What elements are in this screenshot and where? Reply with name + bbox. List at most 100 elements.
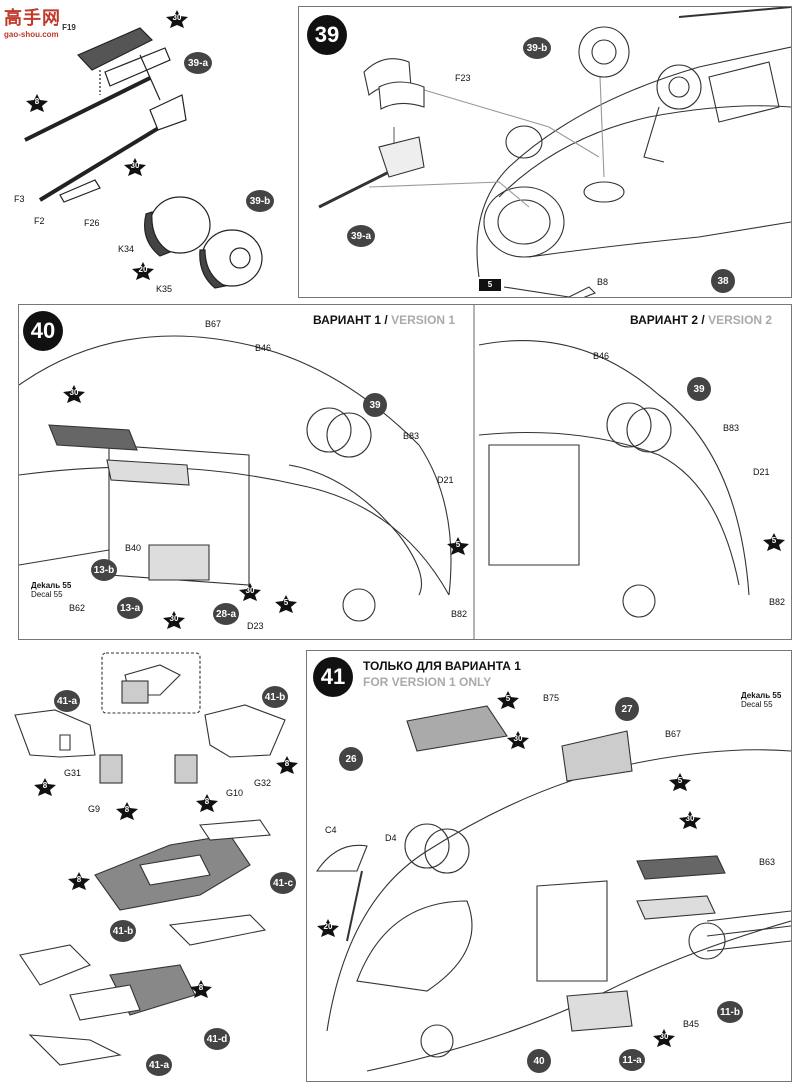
glue-star: 5 — [763, 533, 785, 551]
part-label-k34: K34 — [118, 244, 135, 254]
step-number: 40 — [23, 311, 63, 351]
part-label-f3: F3 — [14, 194, 25, 204]
part-label-b46: B46 — [255, 343, 272, 353]
glue-star: 30 — [653, 1029, 675, 1047]
glue-star: 8 — [34, 778, 56, 796]
callout-39-b: 39-b — [246, 190, 274, 212]
part-label-g10: G10 — [226, 788, 244, 798]
logo-text: 高手网 — [4, 8, 61, 28]
part-label-d21: D21 — [753, 467, 770, 477]
variant-2-en: VERSION 2 — [708, 313, 773, 327]
part-label-f2: F2 — [34, 216, 45, 226]
decal-ru: Деkaль 55 — [741, 691, 782, 700]
callout-41-b: 41-b — [110, 920, 136, 942]
glue-star: 20 — [317, 919, 339, 937]
glue-star: 30 — [163, 611, 185, 629]
step-39-drawing — [318, 7, 791, 297]
part-label-b63: B63 — [759, 857, 776, 867]
part-label-b45: B45 — [683, 1019, 700, 1029]
part-label-b75: B75 — [543, 693, 560, 703]
variant-1-title: ВАРИАНТ 1 / VERSION 1 — [313, 313, 455, 327]
part-label-d23: D23 — [247, 621, 264, 631]
callout-39-b: 39-b — [523, 37, 551, 59]
callout-40: 40 — [527, 1049, 551, 1073]
part-label-c4: C4 — [325, 825, 337, 835]
site-logo: 高手网 gao-shou.com — [4, 4, 61, 39]
glue-star: 8 — [116, 802, 138, 820]
glue-star: 8 — [190, 980, 212, 998]
glue-star: 30 — [507, 731, 529, 749]
part-label-f23: F23 — [455, 73, 471, 83]
decal-note: Деkaль 55 Decal 55 — [31, 581, 71, 599]
callout-41-c: 41-c — [270, 872, 296, 894]
part-label-b67: B67 — [205, 319, 222, 329]
variant-separator: / — [384, 313, 388, 327]
logo-url: gao-shou.com — [4, 30, 59, 39]
part-label-d21: D21 — [437, 475, 454, 485]
callout-11-a: 11-a — [619, 1049, 645, 1071]
glue-star: 30 — [239, 583, 261, 601]
variant-2-title: ВАРИАНТ 2 / VERSION 2 — [630, 313, 772, 327]
callout-41-a: 41-a — [54, 690, 80, 712]
step-41-title-en: FOR VERSION 1 ONLY — [363, 675, 492, 689]
part-label-b83: B83 — [723, 423, 740, 433]
glue-star: 30 — [63, 385, 85, 403]
callout-11-b: 11-b — [717, 1001, 743, 1023]
glue-star: 30 — [166, 10, 188, 28]
callout-39-a: 39-a — [184, 52, 212, 74]
callout-27: 27 — [615, 697, 639, 721]
part-label-d4: D4 — [385, 833, 397, 843]
variant-1-en: VERSION 1 — [391, 313, 456, 327]
callout-38: 38 — [711, 269, 735, 293]
part-label-g31: G31 — [64, 768, 82, 778]
glue-star: 8 — [68, 872, 90, 890]
step-39-panel: 39 F23 39-b 39-a 38 5 B8 — [298, 6, 792, 298]
callout-39-a: 39-a — [347, 225, 375, 247]
part-label-b82: B82 — [769, 597, 786, 607]
glue-star: 20 — [132, 262, 154, 280]
glue-star: 8 — [276, 756, 298, 774]
part-label-b8: B8 — [597, 277, 609, 287]
glue-star: 5 — [447, 537, 469, 555]
step-number: 41 — [313, 657, 353, 697]
decal-en: Decal 55 — [31, 590, 63, 599]
step-41-title-ru: ТОЛЬКО ДЛЯ ВАРИАНТА 1 — [363, 659, 521, 673]
callout-13-b: 13-b — [91, 559, 117, 581]
step-number: 39 — [307, 15, 347, 55]
part-label-b82: B82 — [451, 609, 468, 619]
callout-41-d: 41-d — [204, 1028, 230, 1050]
seat-subassembly-drawing — [14, 652, 286, 1066]
step-40-panel: 40 ВАРИАНТ 1 / VERSION 1 ВАРИАНТ 2 / VER… — [18, 304, 792, 640]
part-label-b83: B83 — [403, 431, 420, 441]
part-label-f26: F26 — [84, 218, 100, 228]
glue-star: 5 — [669, 773, 691, 791]
part-label-g32: G32 — [254, 778, 272, 788]
step-41-drawing — [315, 705, 791, 1072]
glue-star: 8 — [196, 794, 218, 812]
variant-1-ru: ВАРИАНТ 1 — [313, 313, 382, 327]
glue-star: 30 — [679, 811, 701, 829]
callout-39: 39 — [687, 377, 711, 401]
decal-en: Decal 55 — [741, 700, 773, 709]
callout-26: 26 — [339, 747, 363, 771]
glue-star: 5 — [497, 691, 519, 709]
glue-flag: 5 — [479, 279, 501, 291]
glue-star: 30 — [124, 158, 146, 176]
decal-ru: Деkaль 55 — [31, 581, 72, 590]
variant-2-ru: ВАРИАНТ 2 — [630, 313, 699, 327]
decal-note: Деkaль 55 Decal 55 — [741, 691, 781, 709]
part-label-b67: B67 — [665, 729, 682, 739]
part-label-b40: B40 — [125, 543, 142, 553]
callout-13-a: 13-a — [117, 597, 143, 619]
callout-41-a: 41-a — [146, 1054, 172, 1076]
gun-subassembly-drawing — [24, 27, 263, 289]
part-label-k35: K35 — [156, 284, 173, 294]
callout-28-a: 28-a — [213, 603, 239, 625]
variant-separator: / — [701, 313, 705, 327]
part-label-g9: G9 — [88, 804, 101, 814]
callout-41-b: 41-b — [262, 686, 288, 708]
logo-badge: F19 — [58, 22, 80, 34]
step-41-panel: 41 ТОЛЬКО ДЛЯ ВАРИАНТА 1 FOR VERSION 1 O… — [306, 650, 792, 1082]
part-label-b62: B62 — [69, 603, 86, 613]
step-40-drawing — [19, 305, 750, 639]
